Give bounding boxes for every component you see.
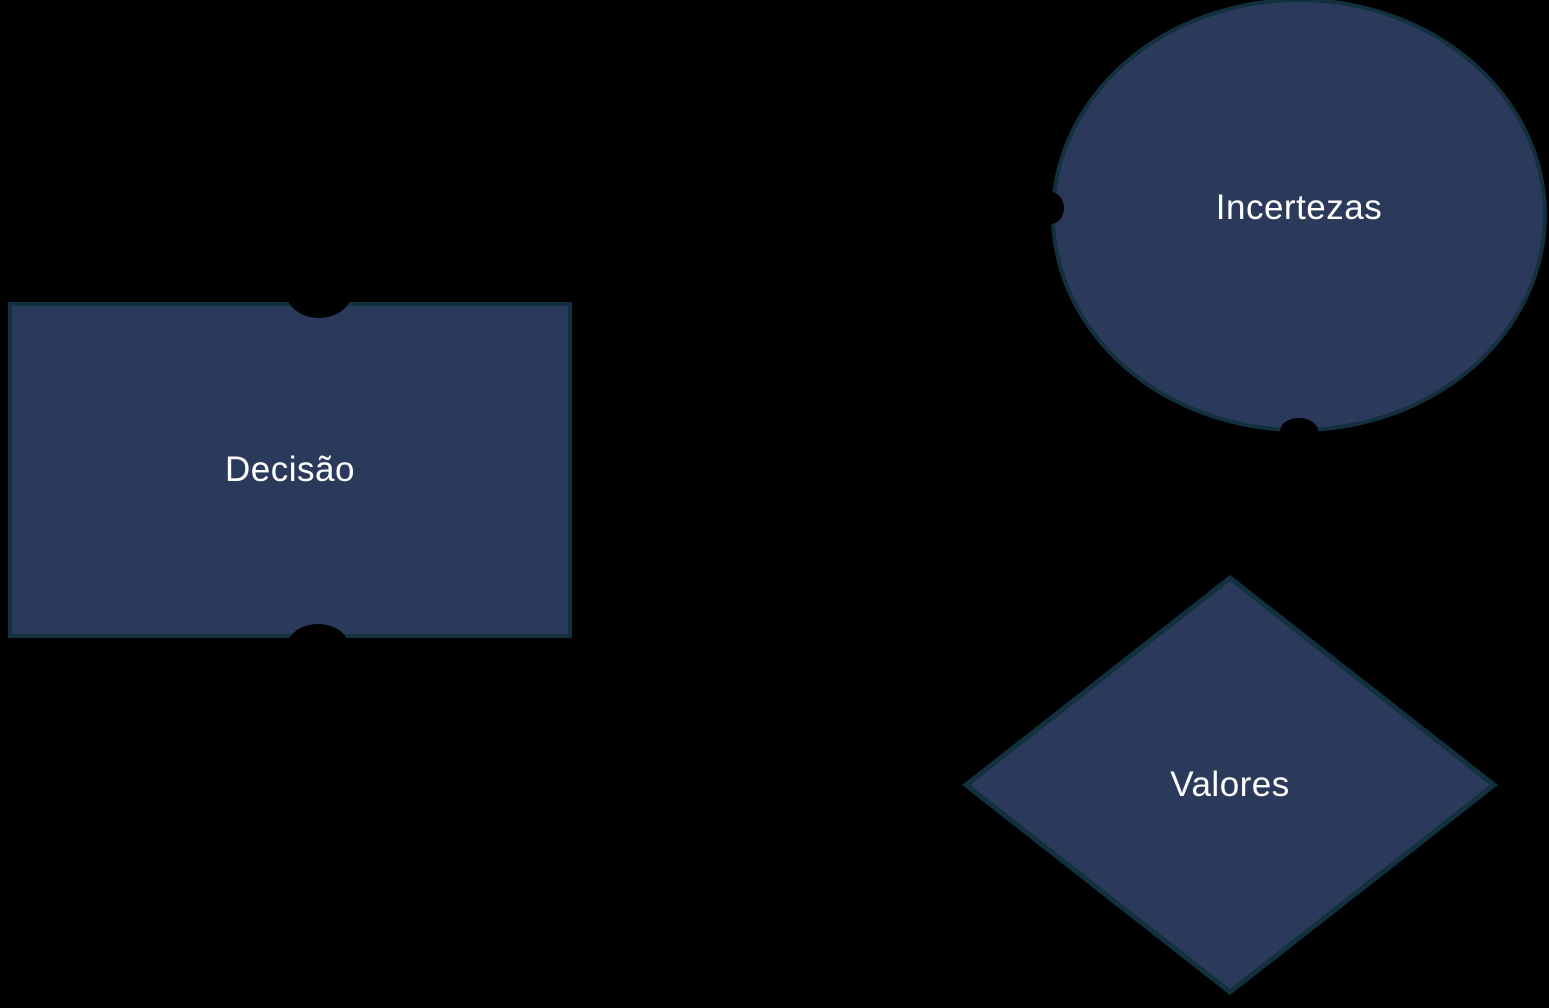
node-uncertainties-label: Incertezas: [1215, 188, 1383, 227]
node-uncertainties-ellipse: Incertezas: [1051, 0, 1547, 432]
arrow-artifact-circle-bottom: [1280, 418, 1318, 444]
diamond-shape: [962, 574, 1498, 996]
node-decision-label: Decisão: [225, 450, 355, 489]
arrow-artifact-rect-top: [286, 266, 352, 318]
arrow-artifact-rect-bottom: [288, 624, 348, 666]
node-decision-rectangle: Decisão: [8, 302, 572, 638]
arrow-artifact-circle-left: [1038, 192, 1064, 224]
node-values-diamond: [962, 574, 1498, 996]
